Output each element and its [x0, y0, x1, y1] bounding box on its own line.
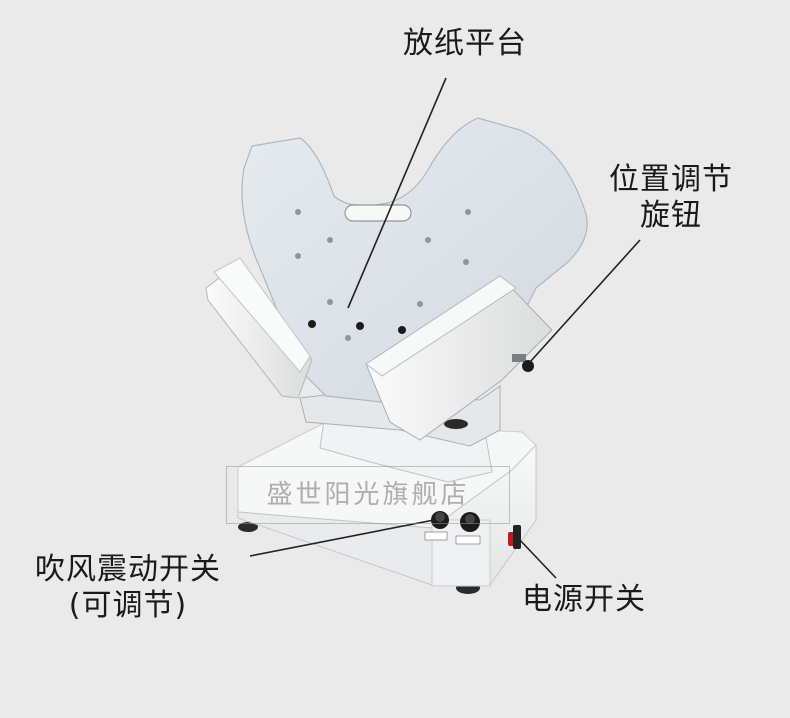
label-blower-switch: 吹风震动开关 (可调节) — [12, 552, 244, 624]
column-hole — [444, 419, 468, 429]
callout-line-platform — [347, 77, 447, 309]
blower-knob-right-cap — [465, 514, 475, 524]
power-switch-bezel — [513, 525, 521, 549]
knob-plate-right — [455, 535, 481, 545]
label-paper-platform: 放纸平台 — [403, 26, 527, 61]
position-knob — [522, 360, 534, 372]
label-blower-switch-line1: 吹风震动开关 — [35, 552, 221, 587]
machine-base-panel — [431, 519, 491, 587]
label-position-knob-line1: 位置调节 — [609, 162, 733, 197]
label-power-switch: 电源开关 — [522, 582, 646, 617]
platform-holes — [308, 320, 406, 334]
label-position-knob: 位置调节 旋钮 — [596, 162, 746, 234]
platform-screws — [295, 209, 471, 341]
callout-line-blow — [249, 519, 435, 557]
knob-plate-left — [424, 531, 448, 541]
label-blower-switch-line2: (可调节) — [68, 588, 188, 623]
platform-handle-slot — [344, 204, 412, 222]
watermark-text: 盛世阳光旗舰店 — [226, 466, 510, 524]
blower-knob-left-cap — [435, 512, 445, 522]
base-foot — [238, 522, 258, 532]
left-guard-face — [213, 257, 311, 373]
right-guard-top — [365, 275, 517, 377]
label-position-knob-line2: 旋钮 — [640, 198, 702, 233]
callout-line-knob — [529, 239, 641, 363]
callout-line-power — [517, 537, 557, 579]
position-knob-shaft — [512, 354, 526, 362]
